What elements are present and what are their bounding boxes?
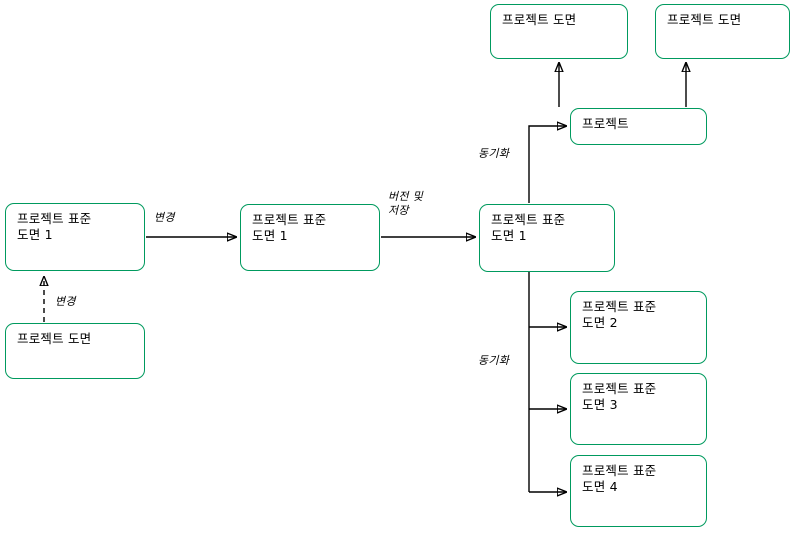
- node-standard-drawing-4[interactable]: 프로젝트 표준 도면 4: [570, 455, 707, 527]
- node-label: 프로젝트 도면: [17, 331, 92, 346]
- node-label: 프로젝트 표준 도면 1: [17, 211, 92, 242]
- node-project-drawing-top-right[interactable]: 프로젝트 도면: [655, 4, 790, 59]
- edge-label-version-and-save: 버전 및 저장: [388, 190, 424, 217]
- node-standard-drawing-2[interactable]: 프로젝트 표준 도면 2: [570, 291, 707, 364]
- node-standard-drawing-3[interactable]: 프로젝트 표준 도면 3: [570, 373, 707, 445]
- node-label: 프로젝트 표준 도면 4: [582, 463, 657, 494]
- node-label: 프로젝트: [582, 116, 629, 131]
- node-label: 프로젝트 표준 도면 1: [252, 212, 327, 243]
- node-project[interactable]: 프로젝트: [570, 108, 707, 145]
- edge-label-change-vertical: 변경: [55, 295, 76, 308]
- node-standard-drawing-1-right[interactable]: 프로젝트 표준 도면 1: [479, 204, 615, 272]
- node-standard-drawing-1-middle[interactable]: 프로젝트 표준 도면 1: [240, 204, 380, 271]
- node-label: 프로젝트 도면: [667, 12, 742, 27]
- edge-label-sync-lower: 동기화: [478, 354, 510, 367]
- node-project-drawing-top-left[interactable]: 프로젝트 도면: [490, 4, 628, 59]
- node-label: 프로젝트 표준 도면 3: [582, 381, 657, 412]
- node-label: 프로젝트 표준 도면 2: [582, 299, 657, 330]
- edge-label-change-horizontal: 변경: [154, 211, 175, 224]
- edge-label-sync-upper: 동기화: [478, 147, 510, 160]
- node-project-drawing-bottom-left[interactable]: 프로젝트 도면: [5, 323, 145, 379]
- connector-sync-upper: [528, 126, 566, 203]
- node-label: 프로젝트 도면: [502, 12, 577, 27]
- node-label: 프로젝트 표준 도면 1: [491, 212, 566, 243]
- node-standard-drawing-1-left[interactable]: 프로젝트 표준 도면 1: [5, 203, 145, 271]
